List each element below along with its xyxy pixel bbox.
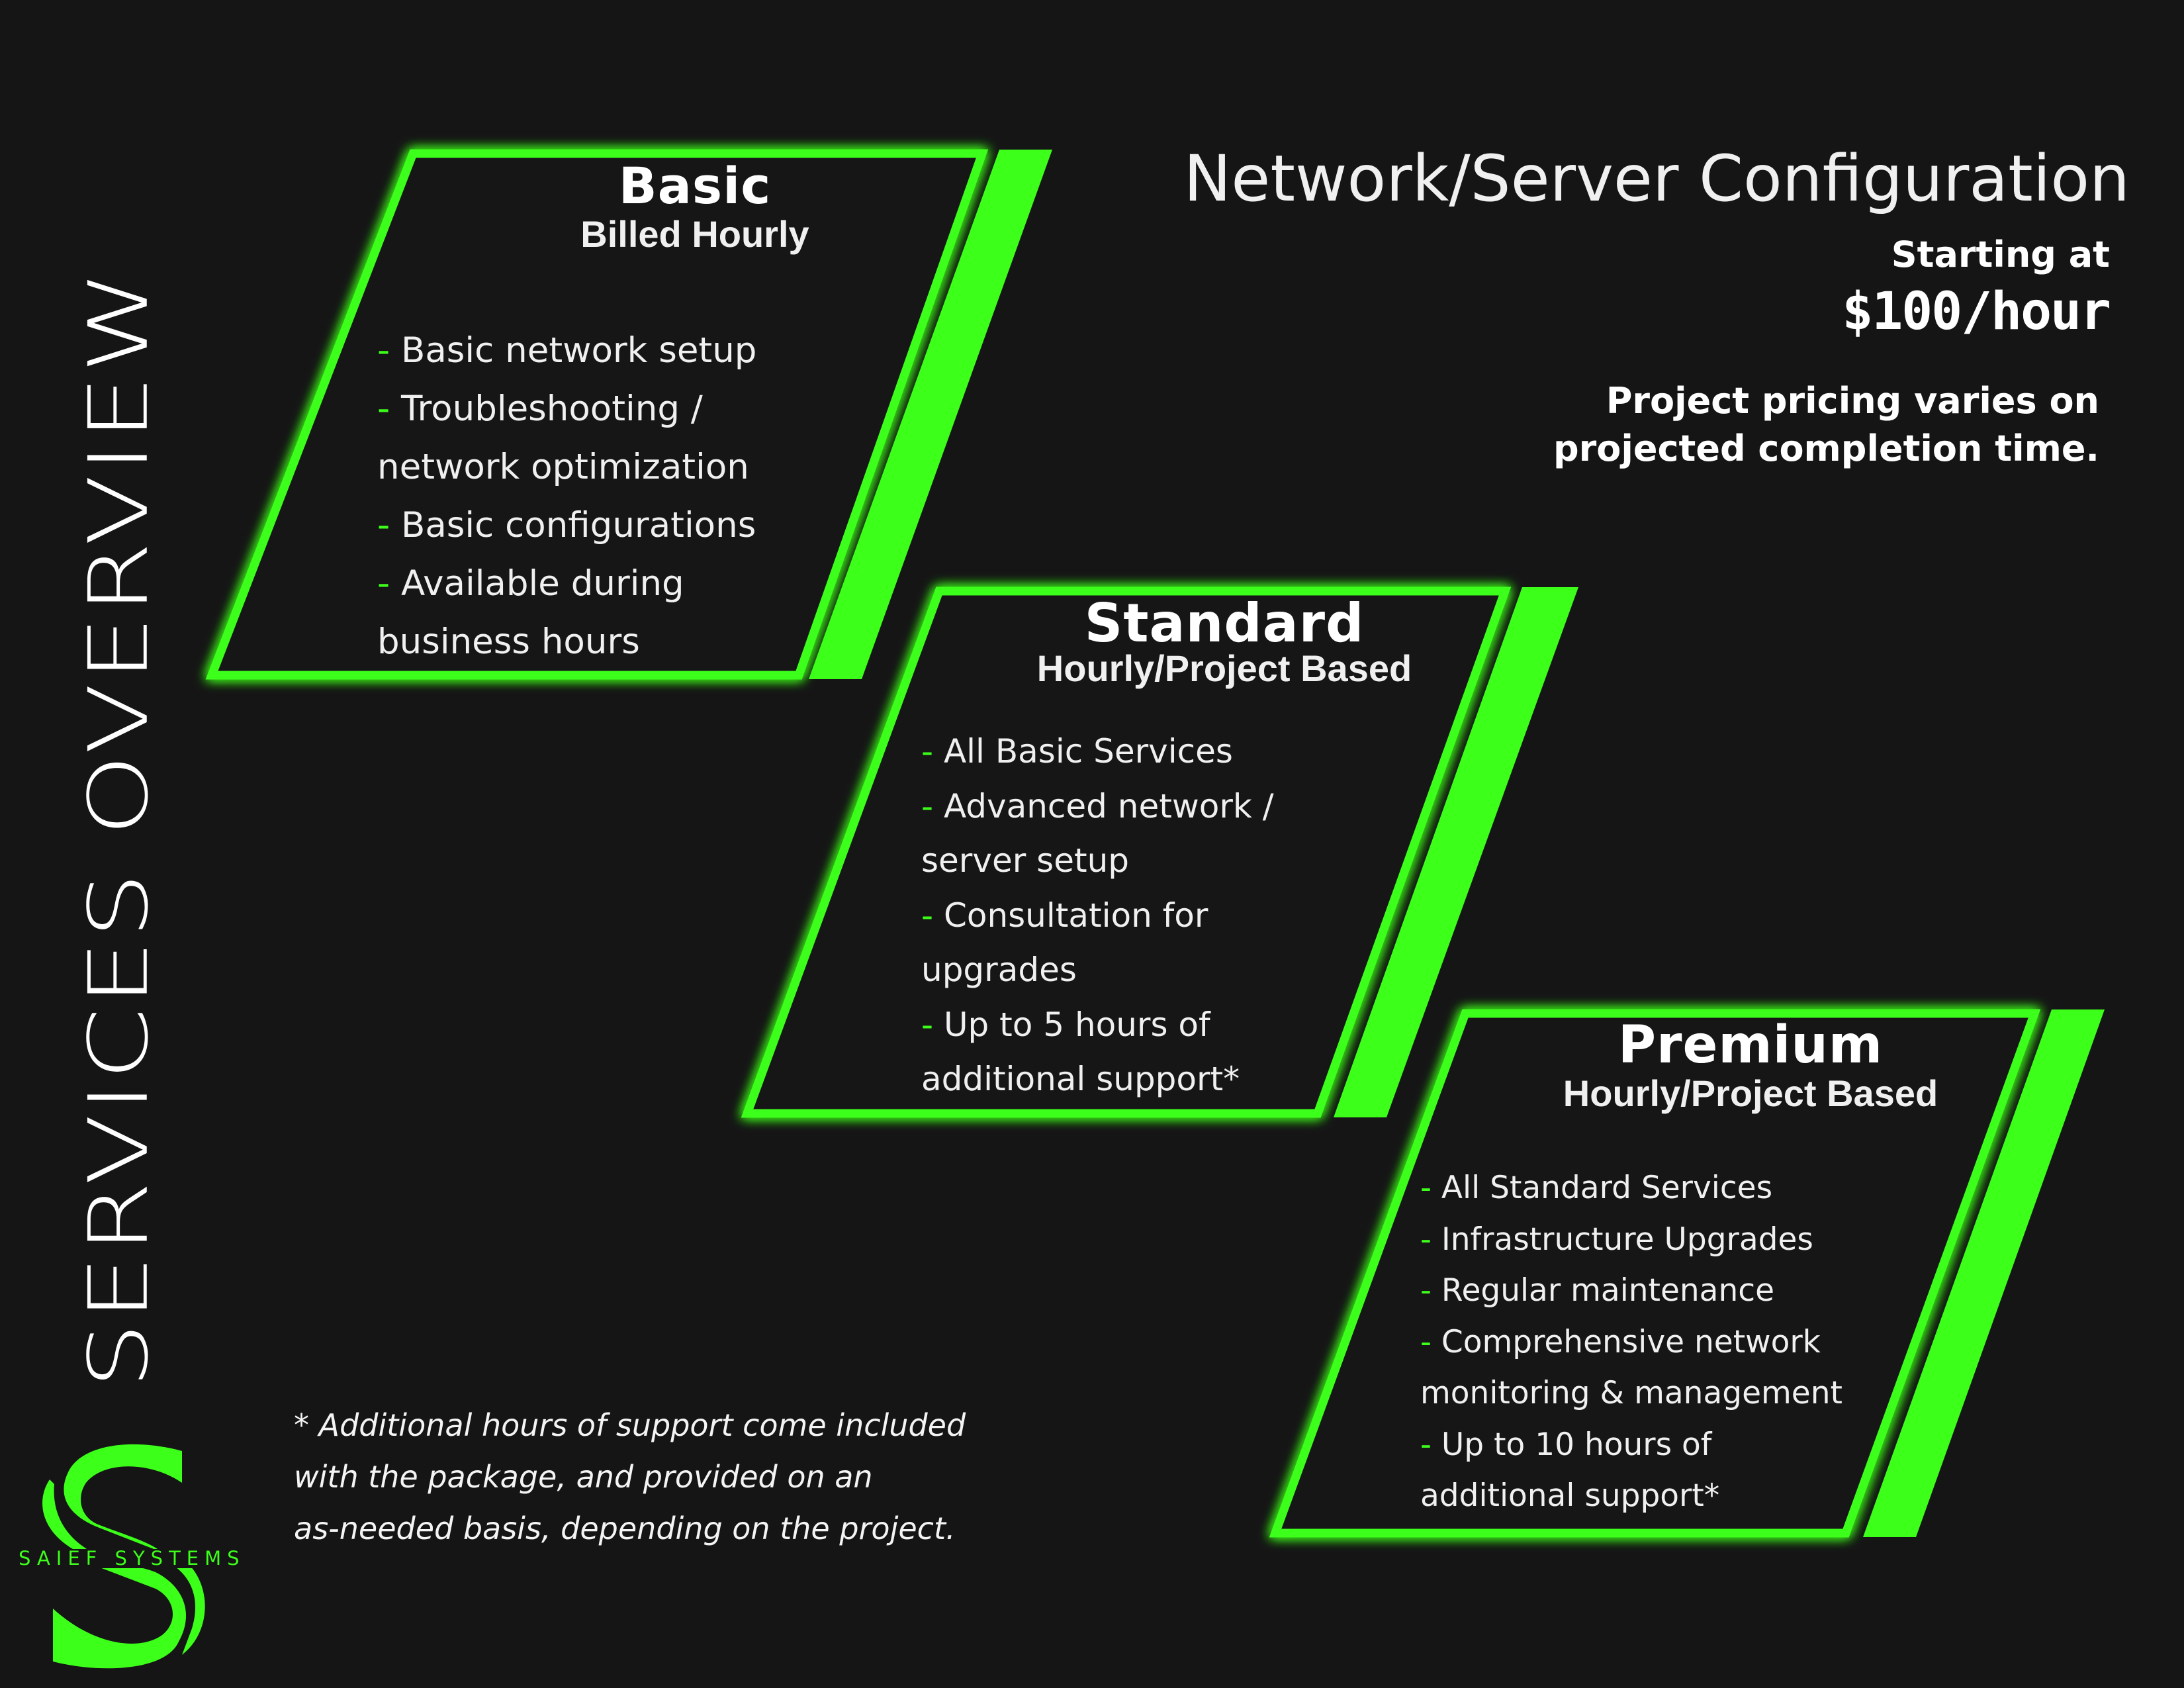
- tier-features-premium: - All Standard Services - Infrastructure…: [1420, 1162, 1843, 1522]
- feature-item: - Basic network setup: [377, 330, 757, 371]
- tier-billing-premium: Hourly/Project Based: [1563, 1072, 1938, 1114]
- feature-item: - Troubleshooting /: [377, 389, 703, 429]
- feature-item: - Up to 5 hours of: [921, 1005, 1210, 1044]
- page-title: SERVICES OVERVIEW: [71, 269, 167, 1389]
- service-title: Network/Server Configuration: [1183, 142, 2130, 216]
- tier-name-premium: Premium: [1617, 1015, 1884, 1075]
- feature-item: - Consultation for: [921, 896, 1208, 935]
- tier-billing-basic: Billed Hourly: [580, 213, 809, 255]
- premium-card-stripe: [1863, 1009, 2105, 1537]
- footnote-line: with the package, and provided on an: [294, 1459, 873, 1495]
- feature-item: - Up to 10 hours of: [1420, 1426, 1712, 1463]
- standard-card-stripe: [1334, 587, 1578, 1117]
- pricing-note-line: projected completion time.: [1553, 428, 2099, 469]
- pricing-note-line: Project pricing varies on: [1606, 380, 2099, 422]
- basic-card-frame: [205, 149, 989, 680]
- feature-item: - Infrastructure Upgrades: [1420, 1221, 1813, 1258]
- feature-item: - Basic configurations: [377, 505, 756, 545]
- feature-item: - Available during: [377, 563, 684, 604]
- starting-label: Starting at: [1891, 234, 2110, 275]
- standard-card-frame: [741, 586, 1512, 1118]
- feature-item: - Advanced network /: [921, 786, 1274, 825]
- tier-name-standard: Standard: [1084, 592, 1365, 654]
- feature-item: server setup: [921, 841, 1130, 880]
- feature-item: additional support*: [1420, 1477, 1720, 1514]
- starting-price: $100/hour: [1842, 282, 2111, 342]
- footnote-line: * Additional hours of support come inclu…: [294, 1407, 966, 1443]
- footnote-line: as-needed basis, depending on the projec…: [294, 1511, 956, 1546]
- feature-item: business hours: [377, 622, 640, 662]
- feature-item: - Comprehensive network: [1420, 1323, 1821, 1360]
- feature-item: upgrades: [921, 951, 1077, 989]
- feature-item: monitoring & management: [1420, 1375, 1843, 1411]
- footnote: * Additional hours of support come inclu…: [294, 1399, 966, 1554]
- feature-item: network optimization: [377, 447, 749, 487]
- feature-item: - Regular maintenance: [1420, 1272, 1775, 1309]
- s-monogram-icon: [42, 1444, 205, 1669]
- pricing-note: Project pricing varies on projected comp…: [1553, 377, 2099, 473]
- tier-name-basic: Basic: [618, 156, 772, 215]
- brand-name: SAIEF SYSTEMS: [17, 1547, 247, 1570]
- feature-item: - All Basic Services: [921, 732, 1233, 771]
- premium-card-frame: [1269, 1009, 2041, 1538]
- basic-card-stripe: [809, 150, 1052, 679]
- tier-features-basic: - Basic network setup - Troubleshooting …: [377, 322, 756, 671]
- tier-billing-standard: Hourly/Project Based: [1036, 647, 1412, 689]
- feature-item: additional support*: [921, 1060, 1240, 1098]
- tier-features-standard: - All Basic Services - Advanced network …: [921, 724, 1274, 1107]
- feature-item: - All Standard Services: [1420, 1170, 1773, 1206]
